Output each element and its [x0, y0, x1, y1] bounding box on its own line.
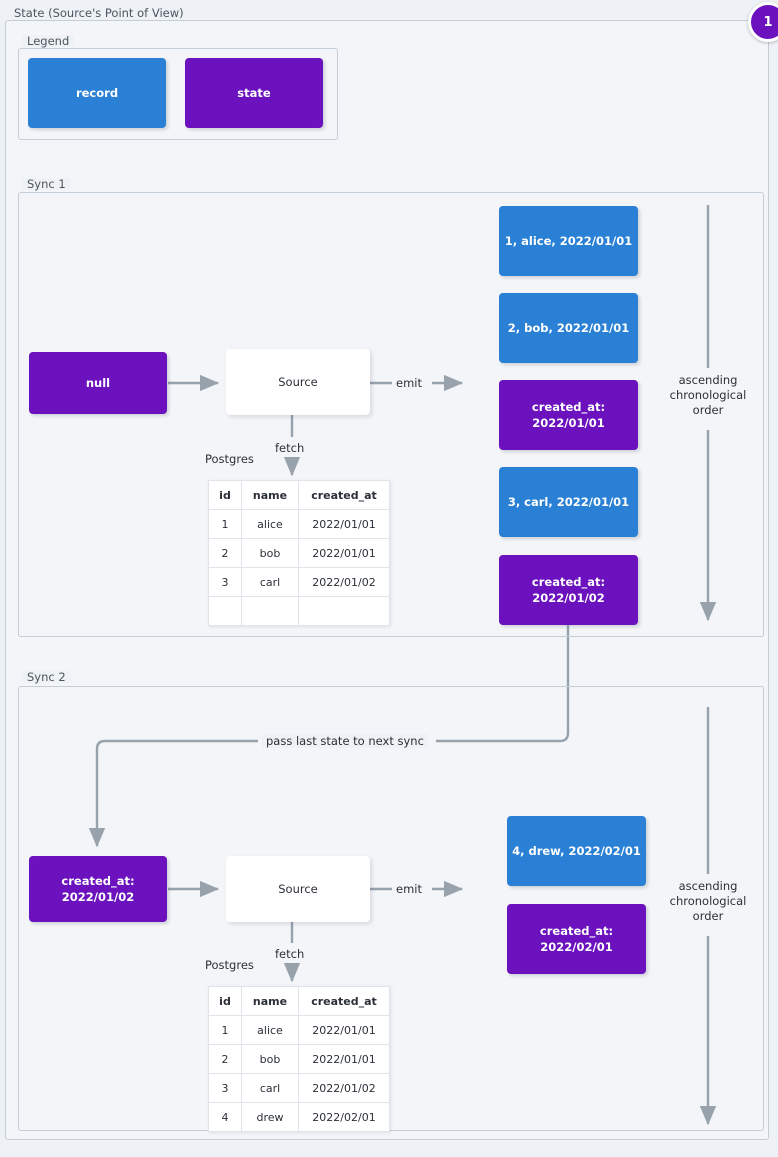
- cell: 2: [208, 538, 242, 568]
- box-line-1: 4, drew, 2022/02/01: [512, 844, 641, 858]
- sync1-fetch-label: fetch: [275, 441, 305, 455]
- pass-state-label: pass last state to next sync: [262, 734, 428, 748]
- sync1-emitted-record-2: 2, bob, 2022/01/01: [499, 293, 638, 363]
- box-line-1: 2, bob, 2022/01/01: [507, 321, 630, 335]
- cell: 2022/01/01: [298, 509, 390, 539]
- cell: [241, 596, 299, 626]
- legend-label-state: state: [237, 86, 271, 100]
- sync2-emitted-record-1: 4, drew, 2022/02/01: [507, 816, 646, 886]
- sync1-input-state: null: [29, 352, 167, 414]
- sync1-th-name: name: [241, 480, 299, 510]
- cell: alice: [241, 1015, 299, 1045]
- legend-title: Legend: [22, 35, 75, 47]
- sync2-source-label: Source: [278, 882, 318, 896]
- sync2-db-label: Postgres: [205, 958, 254, 972]
- sync1-emitted-record-3: 3, carl, 2022/01/01: [499, 467, 638, 537]
- box-line-1: created_at:: [531, 575, 606, 589]
- page-title: State (Source's Point of View): [9, 7, 189, 19]
- cell: 2022/01/02: [298, 1073, 390, 1103]
- table-row: 2 bob 2022/01/01: [208, 1044, 390, 1074]
- cell: 1: [208, 1015, 242, 1045]
- sync2-postgres-table: id name created_at 1 alice 2022/01/01 2 …: [208, 986, 390, 1132]
- cell: [298, 596, 390, 626]
- sync1-title: Sync 1: [22, 178, 71, 190]
- table-row: 4 drew 2022/02/01: [208, 1102, 390, 1132]
- cell: 2022/01/01: [298, 1015, 390, 1045]
- sync2-frame: [18, 686, 764, 1131]
- sync2-order-label: ascending chronological order: [669, 879, 747, 923]
- box-line-1: 3, carl, 2022/01/01: [507, 495, 630, 509]
- table-row: 3 carl 2022/01/02: [208, 1073, 390, 1103]
- cell: 2: [208, 1044, 242, 1074]
- sync2-th-date: created_at: [298, 986, 390, 1016]
- cell: 2022/01/02: [298, 567, 390, 597]
- table-row: 3 carl 2022/01/02: [208, 567, 390, 597]
- table-header-row: id name created_at: [208, 986, 390, 1016]
- sync1-input-state-label: null: [85, 376, 111, 390]
- box-line-2: 2022/01/02: [532, 591, 605, 605]
- sync1-th-id: id: [208, 480, 242, 510]
- sync2-source-node: Source: [226, 856, 370, 922]
- cell: drew: [241, 1102, 299, 1132]
- table-row: 1 alice 2022/01/01: [208, 1015, 390, 1045]
- legend-swatch-record: record: [28, 58, 166, 128]
- table-header-row: id name created_at: [208, 480, 390, 510]
- table-row-empty: [208, 596, 390, 626]
- sync1-source-node: Source: [226, 349, 370, 415]
- cell: alice: [241, 509, 299, 539]
- cell: bob: [241, 538, 299, 568]
- box-line-1: created_at:: [531, 400, 606, 414]
- table-row: 1 alice 2022/01/01: [208, 509, 390, 539]
- sync2-th-name: name: [241, 986, 299, 1016]
- sync1-emitted-state-2: created_at: 2022/01/02: [499, 555, 638, 625]
- cell: 2022/02/01: [298, 1102, 390, 1132]
- cell: bob: [241, 1044, 299, 1074]
- sync1-db-label: Postgres: [205, 452, 254, 466]
- sync1-order-label: ascending chronological order: [669, 373, 747, 417]
- sync2-emitted-state-1: created_at: 2022/02/01: [507, 904, 646, 974]
- cell: 2022/01/01: [298, 538, 390, 568]
- cell: 4: [208, 1102, 242, 1132]
- box-line-2: 2022/02/01: [540, 940, 613, 954]
- cell: 1: [208, 509, 242, 539]
- legend-label-record: record: [75, 86, 119, 100]
- box-line-2: 2022/01/01: [532, 416, 605, 430]
- sync1-frame: [18, 192, 764, 637]
- cell: [208, 596, 242, 626]
- cell: carl: [241, 567, 299, 597]
- sync1-th-date: created_at: [298, 480, 390, 510]
- legend-swatch-state: state: [185, 58, 323, 128]
- box-line-1: 1, alice, 2022/01/01: [504, 234, 633, 248]
- cell: 3: [208, 1073, 242, 1103]
- sync1-emitted-state-1: created_at: 2022/01/01: [499, 380, 638, 450]
- box-line-2: 2022/01/02: [61, 890, 135, 904]
- box-line-1: created_at:: [61, 874, 135, 888]
- sync2-fetch-label: fetch: [275, 947, 305, 961]
- sync2-title: Sync 2: [22, 671, 71, 683]
- legend-frame: [18, 48, 338, 140]
- sync1-postgres-table: id name created_at 1 alice 2022/01/01 2 …: [208, 480, 390, 626]
- sync1-source-label: Source: [278, 375, 318, 389]
- box-line-1: created_at:: [539, 924, 614, 938]
- step-badge[interactable]: 1: [748, 2, 778, 42]
- sync1-emitted-record-1: 1, alice, 2022/01/01: [499, 206, 638, 276]
- cell: 2022/01/01: [298, 1044, 390, 1074]
- cell: carl: [241, 1073, 299, 1103]
- sync2-emit-label: emit: [396, 882, 422, 896]
- cell: 3: [208, 567, 242, 597]
- table-row: 2 bob 2022/01/01: [208, 538, 390, 568]
- sync2-th-id: id: [208, 986, 242, 1016]
- sync1-emit-label: emit: [396, 376, 422, 390]
- sync2-input-state: created_at: 2022/01/02: [29, 856, 167, 922]
